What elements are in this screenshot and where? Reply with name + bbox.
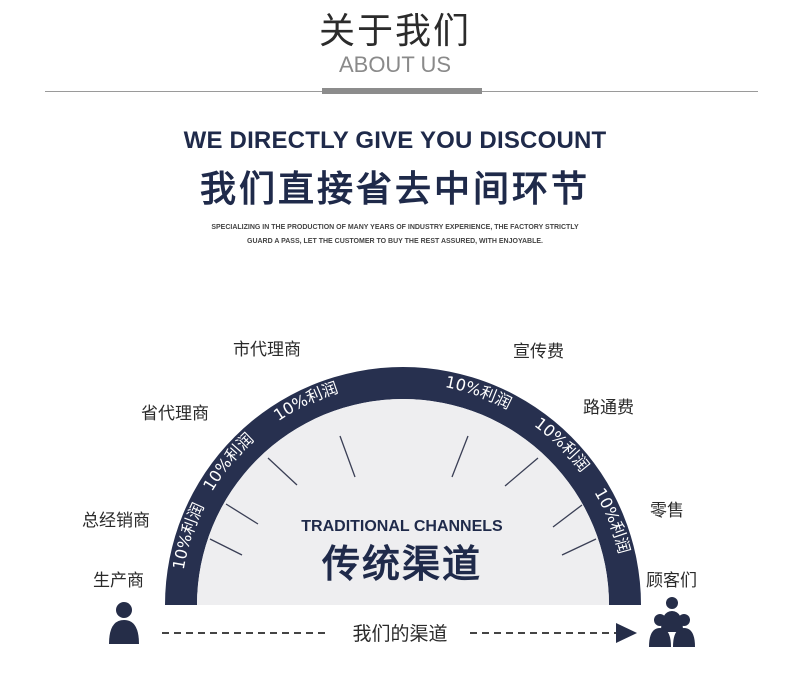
headline-cn: 我们直接省去中间环节 (199, 169, 590, 210)
label-toll-fee: 路通费 (583, 398, 634, 418)
page-subtitle: ABOUT US (338, 52, 452, 77)
label-producer: 生产商 (93, 571, 144, 591)
customers-group-icon (649, 597, 695, 647)
divider-accent (322, 88, 482, 94)
label-city-agent: 市代理商 (233, 340, 301, 360)
arc-band (165, 367, 641, 605)
arc-spokes (209, 435, 597, 556)
label-distributor: 总经销商 (82, 511, 150, 531)
center-title-cn: 传统渠道 (321, 542, 482, 586)
page-title: 关于我们 (318, 11, 471, 52)
label-retail: 零售 (650, 501, 684, 521)
arc-inner (197, 399, 609, 605)
label-provincial-agent: 省代理商 (141, 404, 209, 424)
description-line-1: SPECIALIZING IN THE PRODUCTION OF MANY Y… (211, 224, 579, 231)
headline-en: WE DIRECTLY GIVE YOU DISCOUNT (183, 127, 607, 154)
description-line-2: GUARD A PASS, LET THE CUSTOMER TO BUY TH… (247, 238, 543, 245)
producer-person-icon (109, 602, 139, 644)
center-title-en: TRADITIONAL CHANNELS (301, 518, 503, 535)
arrow-right-icon (616, 623, 637, 643)
label-customers: 顾客们 (646, 571, 697, 591)
label-advertising-fee: 宣传费 (513, 342, 564, 362)
our-channel-label: 我们的渠道 (352, 623, 447, 645)
